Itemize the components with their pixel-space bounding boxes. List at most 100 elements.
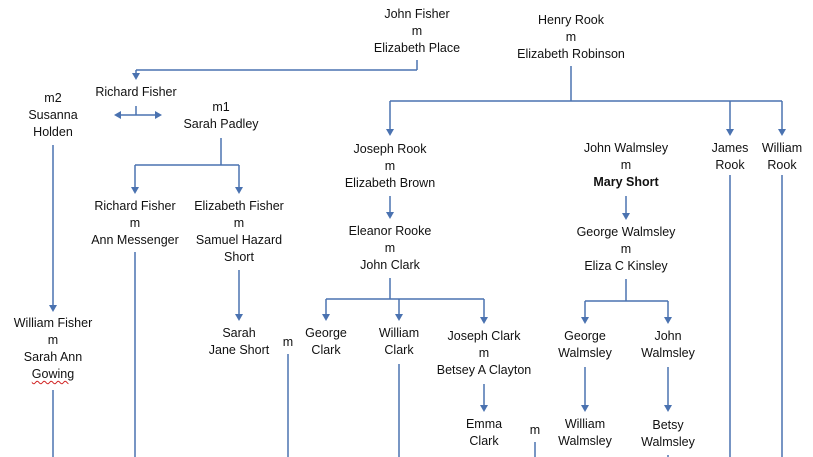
- node-text-line: John Fisher: [384, 7, 450, 21]
- arrow-down-icon: [664, 317, 672, 324]
- arrow-down-icon: [480, 405, 488, 412]
- node-text-line: m: [47, 333, 59, 347]
- node-text-line: George: [305, 326, 347, 340]
- node-text-line: Eleanor Rooke: [348, 224, 432, 238]
- arrow-down-icon: [132, 73, 140, 80]
- node-text-line: Richard Fisher: [95, 85, 177, 99]
- arrow-down-icon: [581, 405, 589, 412]
- node-text-line: Clark: [469, 434, 499, 448]
- node-text-line: John: [654, 329, 682, 343]
- node-text-line: Elizabeth Place: [373, 41, 461, 55]
- node-text-line: Joseph Rook: [353, 142, 427, 156]
- arrow-down-icon: [235, 314, 243, 321]
- node-text-line: Ann Messenger: [91, 233, 179, 247]
- node-text-line: James: [711, 141, 749, 155]
- node-text-line: Eliza C Kinsley: [584, 259, 668, 273]
- arrow-down-icon: [622, 213, 630, 220]
- node-text-line: Jane Short: [208, 343, 270, 357]
- node-text-line: Short: [224, 250, 254, 264]
- arrow-down-icon: [49, 305, 57, 312]
- node-text-line: Clark: [384, 343, 414, 357]
- node-text-line: Susanna: [28, 108, 78, 122]
- node-text-line: Sarah: [222, 326, 256, 340]
- node-m-sarah-jane: m: [283, 334, 293, 351]
- node-text-line: Walmsley: [641, 346, 695, 360]
- node-text-line: Joseph Clark: [447, 329, 521, 343]
- node-text-line: Samuel Hazard: [195, 233, 283, 247]
- arrow-down-icon: [581, 317, 589, 324]
- arrow-down-icon: [395, 314, 403, 321]
- node-text-line: William: [564, 417, 606, 431]
- arrow-down-icon: [322, 314, 330, 321]
- arrow-down-icon: [664, 405, 672, 412]
- node-text-line: Elizabeth Fisher: [194, 199, 284, 213]
- node-text-line: Henry Rook: [538, 13, 604, 27]
- node-text-line: William Fisher: [13, 316, 93, 330]
- node-richard-fisher-sr: Richard Fisher: [95, 84, 176, 101]
- spellcheck-underlined-text: Gowing: [31, 367, 75, 381]
- node-text-line: m: [282, 335, 294, 349]
- node-text-line: m: [565, 30, 577, 44]
- node-text-line: Gowing: [14, 366, 92, 383]
- node-text-line: m: [129, 216, 141, 230]
- node-text-line: m2: [44, 91, 62, 105]
- node-text-line: m: [384, 241, 396, 255]
- node-text-line: Elizabeth Brown: [344, 176, 436, 190]
- node-text-line: John Clark: [360, 258, 420, 272]
- arrow-down-icon: [726, 129, 734, 136]
- node-text-line: Walmsley: [558, 434, 612, 448]
- node-text-line: m1: [212, 100, 230, 114]
- arrow-left-icon: [114, 111, 121, 119]
- node-text-line: Rook: [767, 158, 797, 172]
- node-text-line: Rook: [715, 158, 745, 172]
- node-text-line: Emma: [465, 417, 503, 431]
- node-text-line: Betsy: [652, 418, 684, 432]
- node-text-line: Walmsley: [558, 346, 612, 360]
- node-text-line: Holden: [33, 125, 73, 139]
- node-text-line: George: [564, 329, 606, 343]
- node-text-line: William: [761, 141, 803, 155]
- node-text-line: Clark: [311, 343, 341, 357]
- node-text-line: John Walmsley: [583, 141, 669, 155]
- arrow-down-icon: [386, 212, 394, 219]
- node-text-line: Walmsley: [641, 435, 695, 449]
- node-text-line: Betsey A Clayton: [436, 363, 532, 377]
- node-text-line-bold: Mary Short: [593, 175, 659, 189]
- node-text-line: Sarah Padley: [183, 117, 259, 131]
- node-text-line: Elizabeth Robinson: [517, 47, 625, 61]
- arrow-down-icon: [480, 317, 488, 324]
- node-text-line: Richard Fisher: [94, 199, 176, 213]
- node-text-line: m: [384, 159, 396, 173]
- arrow-down-icon: [386, 129, 394, 136]
- node-text-line: m: [233, 216, 245, 230]
- node-text-line: Sarah Ann: [23, 350, 83, 364]
- arrow-down-icon: [778, 129, 786, 136]
- node-text-line: m: [411, 24, 423, 38]
- node-text-line: George Walmsley: [576, 225, 676, 239]
- node-text-line: m: [620, 158, 632, 172]
- node-text-line: m: [478, 346, 490, 360]
- node-text-line: m: [620, 242, 632, 256]
- arrow-right-icon: [155, 111, 162, 119]
